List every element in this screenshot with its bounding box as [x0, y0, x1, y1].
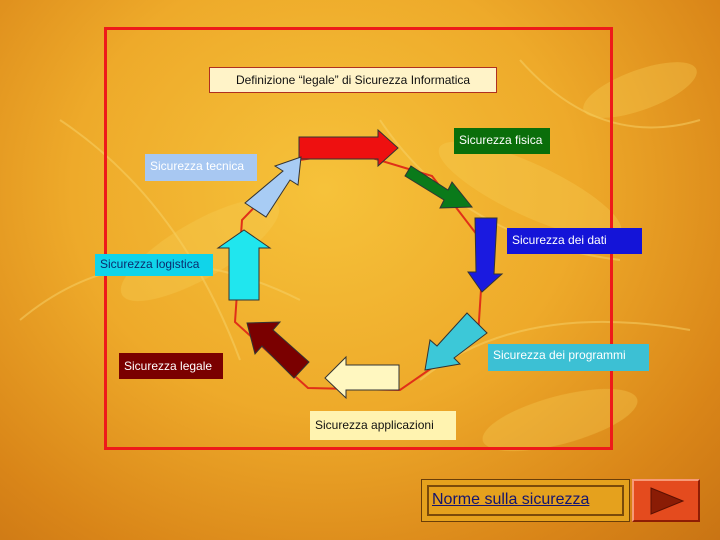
next-slide-button[interactable]	[632, 479, 700, 522]
norme-link-label[interactable]: Norme sulla sicurezza	[432, 491, 590, 508]
norme-link-button[interactable]: Norme sulla sicurezza	[421, 479, 630, 522]
arrow-green	[404, 165, 474, 209]
node-sicurezza-legale: Sicurezza legale	[119, 353, 223, 379]
arrow-darkred	[246, 321, 310, 379]
norme-link-box: Norme sulla sicurezza	[427, 485, 624, 516]
node-sicurezza-logistica: Sicurezza logistica	[95, 254, 213, 276]
arrow-red	[298, 128, 399, 168]
node-sicurezza-applicazioni: Sicurezza applicazioni	[310, 411, 456, 440]
arrow-cyan	[216, 229, 272, 301]
arrow-blue	[467, 217, 504, 293]
node-sicurezza-fisica: Sicurezza fisica	[454, 128, 550, 154]
arrow-lightblue	[244, 156, 302, 218]
node-sicurezza-dati: Sicurezza dei dati	[507, 228, 642, 254]
node-sicurezza-tecnica: Sicurezza tecnica	[145, 154, 257, 181]
play-right-icon	[650, 487, 685, 515]
node-sicurezza-programmi: Sicurezza dei programmi	[488, 344, 649, 371]
diagram-title: Definizione “legale” di Sicurezza Inform…	[209, 67, 497, 93]
arrow-lightyellow	[324, 355, 400, 400]
arrow-teal	[424, 312, 488, 371]
